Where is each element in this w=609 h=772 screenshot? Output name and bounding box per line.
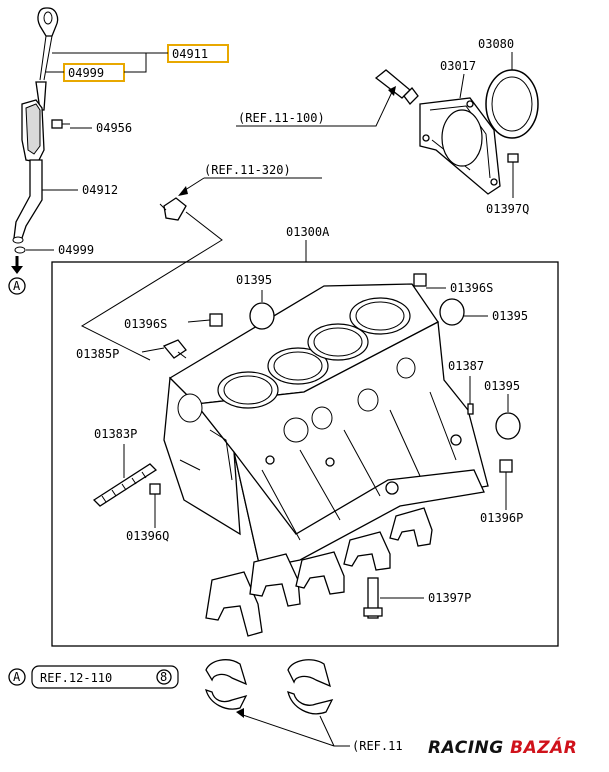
watermark-text-bazar: BAZÁR (510, 738, 578, 758)
label-01395-top: 01395 (236, 273, 272, 287)
label-03080: 03080 (478, 37, 514, 51)
ref-circle (156, 669, 172, 685)
label-01385p: 01385P (76, 347, 119, 361)
dowel-pin-icon (499, 459, 513, 473)
label-01397q: 01397Q (486, 202, 529, 216)
oil-seal-ring (485, 69, 539, 139)
ref-12-110-number: 8 (160, 670, 167, 684)
cap-bolt-icon (363, 577, 383, 619)
bolt-icon (507, 153, 519, 172)
label-04911: 04911 (172, 47, 208, 61)
dipstick-assembly (12, 7, 70, 254)
label-04999-upper: 04999 (68, 66, 104, 80)
watermark-logo: RACING BAZÁR (428, 736, 577, 760)
label-01300a: 01300A (286, 225, 330, 239)
pin-icon (467, 403, 474, 415)
label-04956: 04956 (96, 121, 132, 135)
ref-11-100: (REF.11-100) (238, 111, 325, 125)
drain-plug-icon (162, 339, 187, 359)
bolt-icon (51, 119, 70, 129)
cylinder-block (163, 283, 489, 569)
label-04912: 04912 (82, 183, 118, 197)
block-frame (51, 261, 559, 647)
ref-12-110: REF.12-110 (40, 671, 112, 685)
label-01395-right: 01395 (492, 309, 528, 323)
label-01396p: 01396P (480, 511, 523, 525)
label-01387: 01387 (448, 359, 484, 373)
label-04999-lower: 04999 (58, 243, 94, 257)
cylinder-bores (217, 297, 411, 409)
sealant-tube-icon (374, 69, 419, 105)
sensor-icon (159, 197, 187, 221)
ref-11-bottom: (REF.11 (352, 739, 403, 753)
marker-a-circle-bottom (8, 668, 26, 686)
label-01396s-left: 01396S (124, 317, 167, 331)
stud-bolt-icon (92, 463, 158, 507)
ref-11-320: (REF.11-320) (204, 163, 291, 177)
label-01395-mid: 01395 (484, 379, 520, 393)
expansion-plug-icon (495, 412, 521, 440)
ref-12-110-box (31, 665, 179, 689)
arrow-down-icon (11, 256, 23, 274)
marker-a-bottom: A (13, 670, 21, 684)
plug-icon (209, 313, 223, 327)
watermark-text-racing: RACING (428, 738, 504, 758)
dowel-pin-icon (149, 483, 161, 495)
main-bearing-caps (205, 507, 433, 637)
expansion-plug-icon (249, 302, 275, 330)
o-ring-icon (14, 246, 26, 254)
label-01396s-top: 01396S (450, 281, 493, 295)
label-01397p: 01397P (428, 591, 471, 605)
marker-a-circle (8, 277, 26, 295)
label-03017: 03017 (440, 59, 476, 73)
rear-oil-seal-case (419, 97, 501, 195)
marker-a: A (13, 279, 21, 293)
expansion-plug-icon (439, 298, 465, 326)
label-01383p: 01383P (94, 427, 137, 441)
main-bearing-shells (205, 659, 334, 715)
label-01396q: 01396Q (126, 529, 169, 543)
dowel-pin-icon (413, 273, 427, 287)
